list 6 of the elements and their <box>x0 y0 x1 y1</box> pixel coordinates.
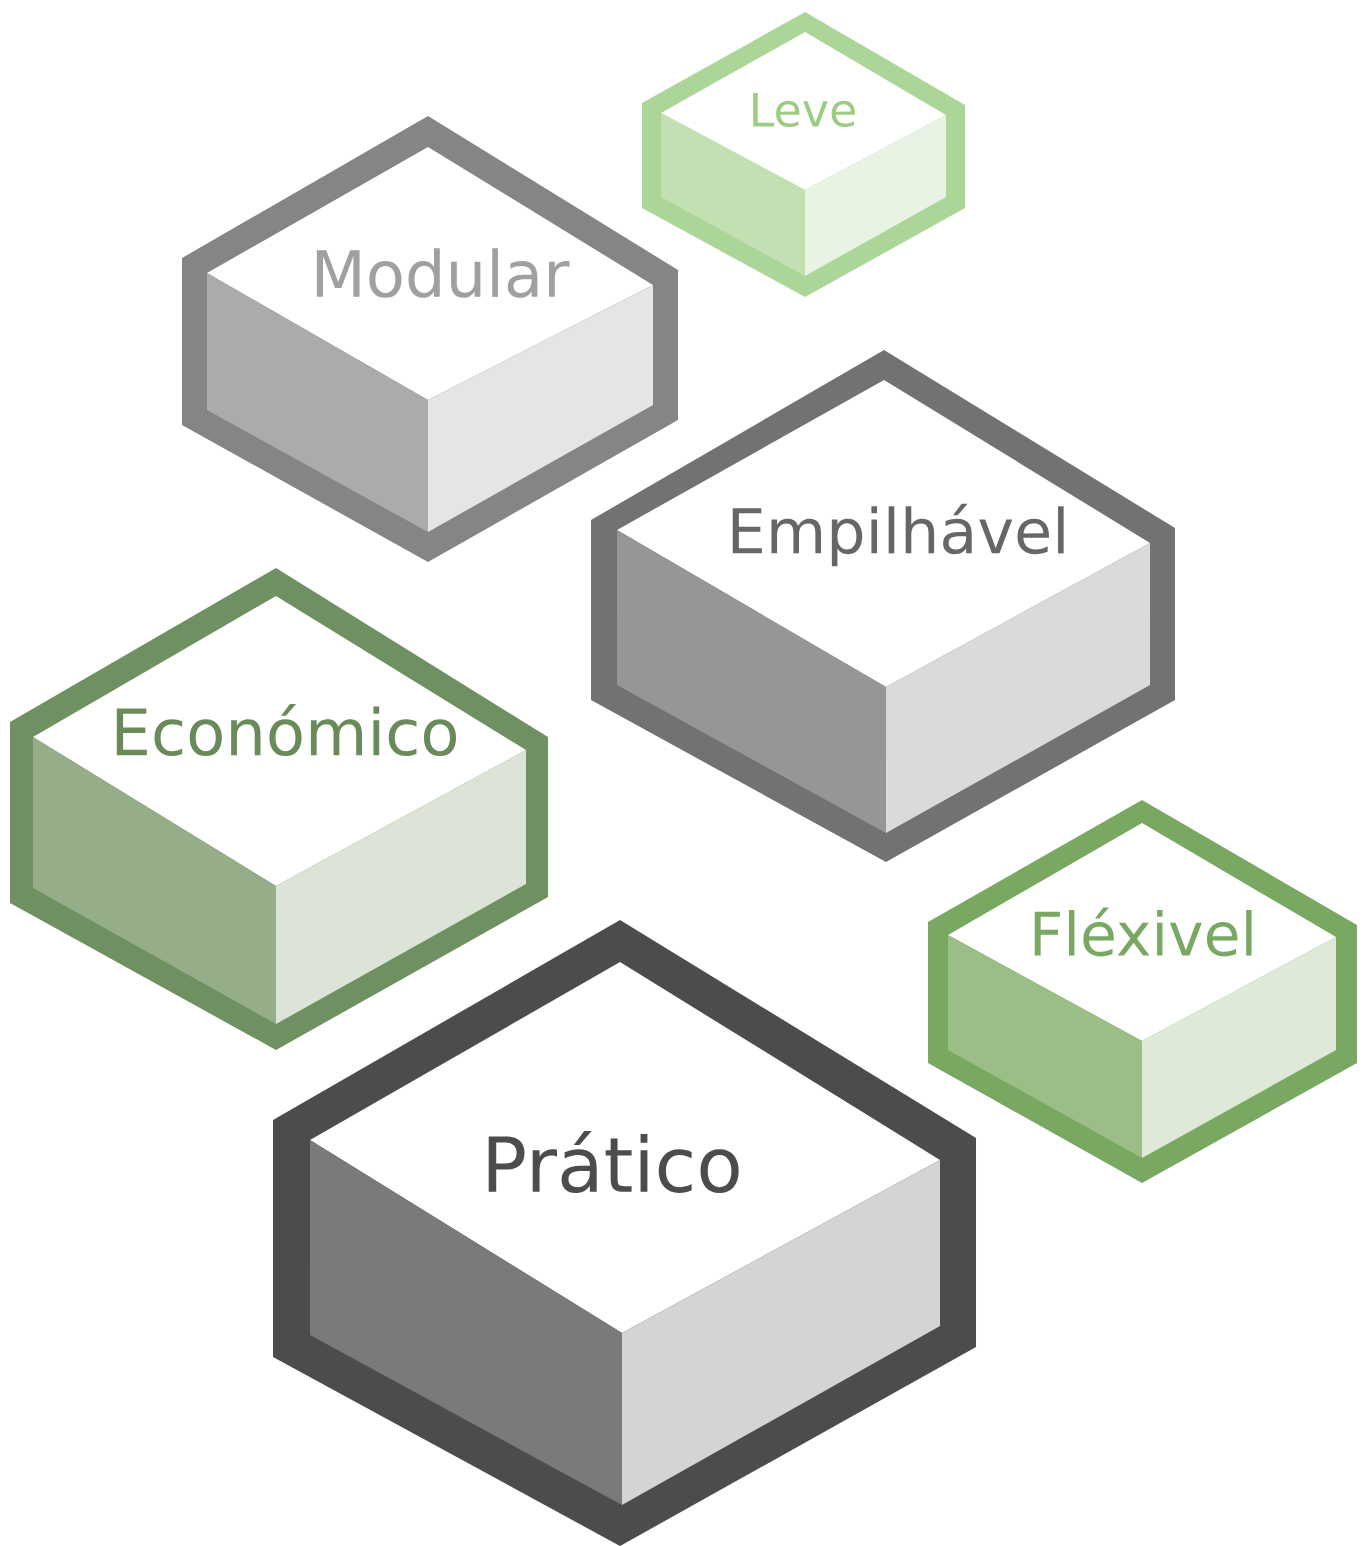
cube-hexagon: Prático <box>273 920 976 1546</box>
cube-hexagon: Modular <box>182 116 678 562</box>
cube-hexagon: Leve <box>642 12 965 297</box>
cube-hexagon: Fléxivel <box>928 800 1357 1183</box>
cube-hexagon: Económico <box>10 568 548 1050</box>
cube-hexagon: Empilhável <box>591 350 1175 862</box>
